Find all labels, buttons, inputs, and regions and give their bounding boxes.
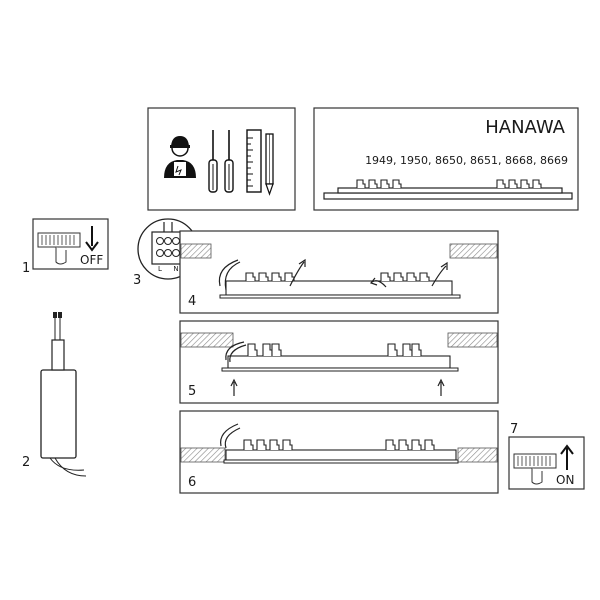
step-1-switch-off: 1 OFF [22, 218, 109, 276]
ceiling-section-right [457, 447, 498, 463]
spring-clip [393, 272, 404, 281]
ruler-icon [246, 129, 262, 193]
spring-clip [424, 439, 435, 450]
ceiling-section-left [180, 243, 212, 259]
wires-icon [225, 341, 247, 363]
spring-clip [356, 179, 366, 188]
spring-clip [247, 343, 258, 356]
ceiling-section-right [447, 332, 498, 348]
spring-clips [243, 439, 435, 450]
model-numbers: 1949, 1950, 8650, 8651, 8668, 8669 [365, 154, 568, 167]
header-spring-clips [356, 179, 542, 188]
step-4-connect-and-insert: 4 [179, 230, 499, 314]
switch-on-label: ON [556, 473, 574, 487]
spring-clip [520, 179, 530, 188]
screwdriver-icon [224, 130, 234, 193]
breaker-panel-icon [37, 232, 81, 265]
arrow-up-icon [230, 378, 238, 396]
terminal-label-l: L [158, 265, 162, 273]
arrow-up-icon [560, 444, 574, 470]
switch-off-label: OFF [80, 253, 103, 267]
product-header-panel: HANAWA 1949, 1950, 8650, 8651, 8668, 866… [313, 107, 579, 211]
spring-clip [398, 439, 409, 450]
step-7-switch-on: 7 ON [508, 422, 585, 490]
brand-title: HANAWA [485, 117, 565, 138]
arrow-down-icon [85, 226, 99, 252]
terminal-block-icon [151, 222, 185, 265]
fixture-body [223, 449, 459, 464]
pencil-icon [265, 133, 274, 196]
step-5-number: 5 [188, 384, 196, 399]
step-7-number: 7 [510, 422, 518, 437]
spring-clip [271, 343, 282, 356]
spring-clip [496, 179, 506, 188]
spring-clip [508, 179, 518, 188]
spring-clip [269, 439, 280, 450]
spring-clips [247, 343, 422, 356]
step-3-number: 3 [133, 273, 141, 288]
breaker-panel-icon [513, 453, 557, 485]
spring-clip [380, 272, 391, 281]
electrician-icon [164, 136, 196, 178]
terminal-label-n: N [173, 265, 178, 273]
ceiling-section-left [180, 332, 234, 348]
step-5-push-up: 5 [179, 320, 499, 404]
spring-clip [243, 439, 254, 450]
ceiling-section-right [449, 243, 498, 259]
step-2-number: 2 [22, 455, 30, 470]
step-2-driver: 2 [22, 312, 87, 477]
wires-icon [218, 259, 241, 291]
wires-icon [220, 423, 241, 449]
spring-clip [387, 343, 398, 356]
spring-clip [271, 272, 282, 281]
fixture-body [219, 280, 461, 299]
spring-clip [385, 439, 396, 450]
step-6-number: 6 [188, 475, 196, 490]
spring-clip [258, 272, 269, 281]
step-4-number: 4 [188, 294, 196, 309]
spring-clip [256, 439, 267, 450]
curved-arrow-icon [289, 258, 448, 288]
led-driver-icon [40, 312, 87, 477]
spring-clip [282, 439, 293, 450]
spring-clips [245, 272, 430, 281]
spring-clip [406, 272, 417, 281]
ceiling-section-left [180, 447, 226, 463]
fixture-body [221, 355, 459, 372]
spring-clip [380, 179, 390, 188]
screwdriver-icon [208, 130, 218, 193]
spring-clip [368, 179, 378, 188]
spring-clip [392, 179, 402, 188]
tools-panel [147, 107, 296, 211]
spring-clip [419, 272, 430, 281]
spring-clip [532, 179, 542, 188]
spring-clip [411, 439, 422, 450]
spring-clip [245, 272, 256, 281]
fixture-side-view [323, 187, 573, 200]
spring-clip [411, 343, 422, 356]
step-1-number: 1 [22, 261, 30, 276]
arrow-up-icon [437, 378, 445, 396]
step-4-frame [179, 230, 499, 314]
step-6-installed: 6 [179, 410, 499, 494]
